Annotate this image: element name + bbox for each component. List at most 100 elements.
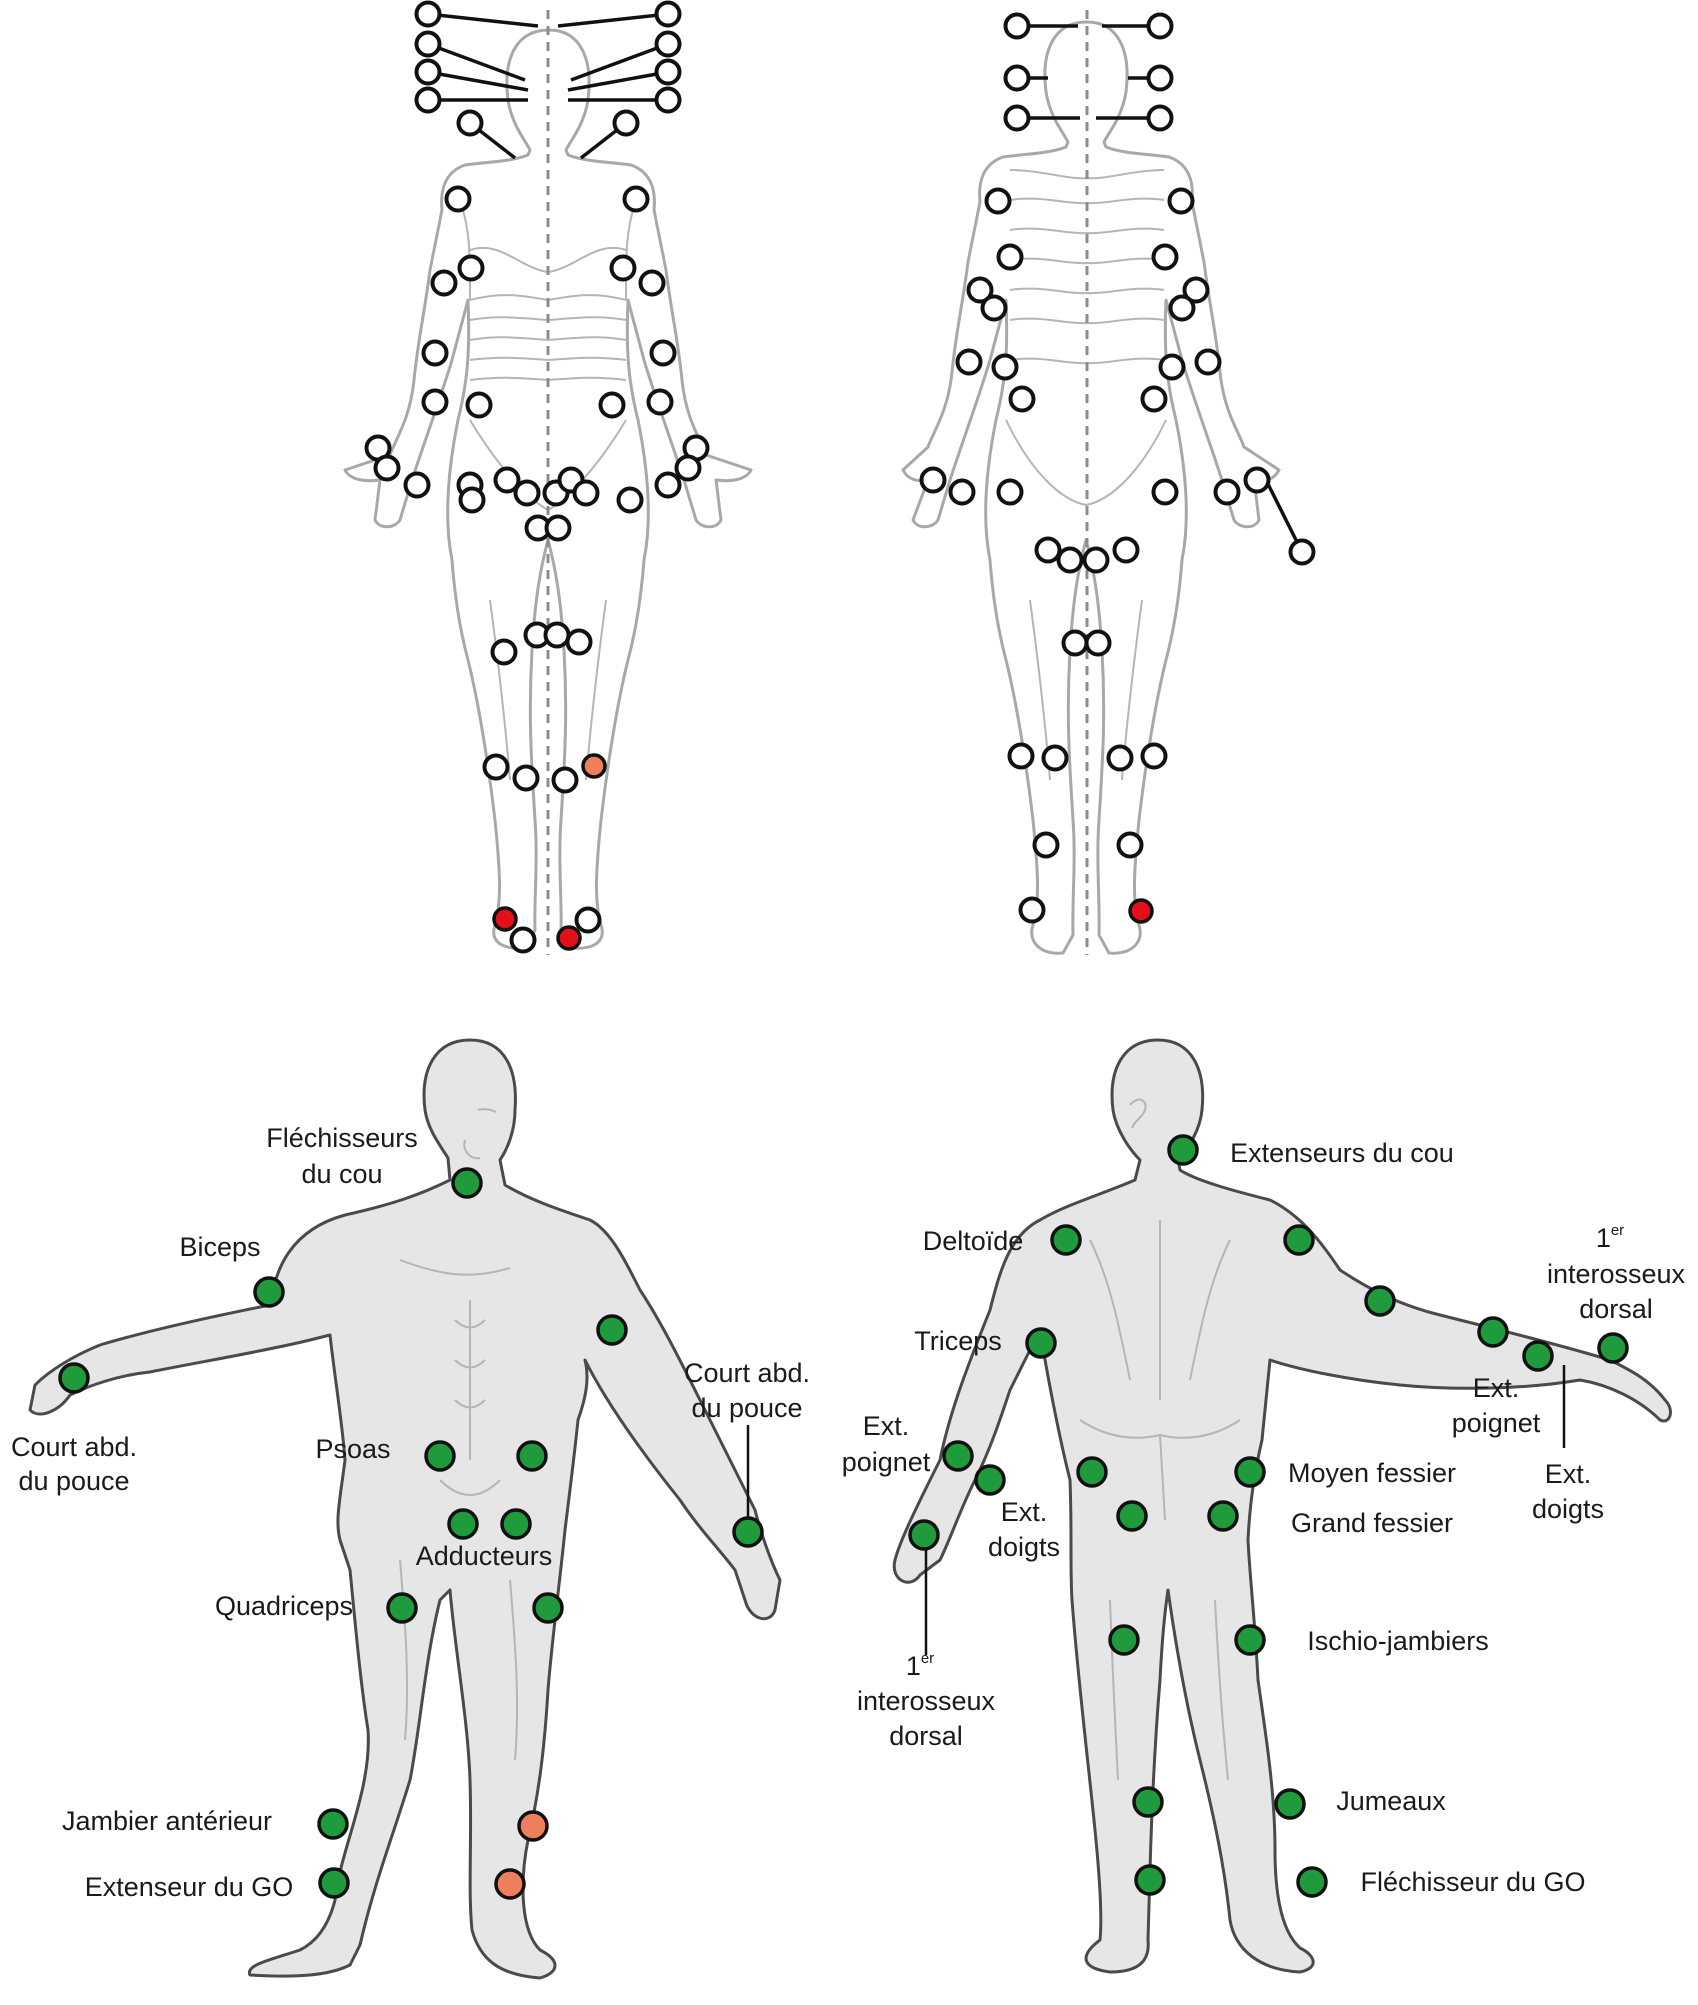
green-marker-20 [1597,1332,1629,1364]
white-marker-73 [1288,538,1316,566]
orange-marker-1 [494,1868,526,1900]
green-marker-29 [1234,1624,1266,1656]
label-adducteurs: Adducteurs [416,1541,553,1571]
white-marker-13 [457,254,485,282]
white-marker-11 [622,185,650,213]
orange-marker-top-0 [581,753,607,779]
green-marker-18 [1477,1316,1509,1348]
label-ext-poignet-left-2: poignet [842,1447,931,1477]
white-marker-71 [1213,478,1241,506]
white-marker-14 [609,254,637,282]
white-marker-84 [1032,831,1060,859]
white-marker-72 [1243,466,1271,494]
green-marker-3 [596,1314,628,1346]
label-interosseux-right-num: 1er [1596,1222,1624,1253]
white-marker-81 [1041,744,1069,772]
green-marker-12 [318,1867,350,1899]
leader-line-0 [427,12,539,28]
white-marker-59 [980,294,1008,322]
label-triceps: Triceps [914,1326,1002,1356]
green-marker-2 [58,1362,90,1394]
green-marker-11 [317,1808,349,1840]
label-biceps: Biceps [179,1232,260,1262]
green-marker-13 [1167,1134,1199,1166]
green-marker-10 [532,1592,564,1624]
white-marker-15 [638,269,666,297]
green-marker-27 [1207,1500,1239,1532]
white-marker-46 [509,926,537,954]
white-marker-39 [543,621,571,649]
white-marker-74 [1034,536,1062,564]
white-marker-80 [1007,742,1035,770]
white-marker-6 [414,86,442,114]
label-quadriceps: Quadriceps [215,1591,353,1621]
white-marker-79 [1084,629,1112,657]
label-ext-poignet-right-1: Ext. [1473,1373,1520,1403]
leader-line-3 [570,42,669,82]
white-marker-24 [403,471,431,499]
front-figure-inner [399,1108,519,1761]
green-marker-9 [386,1592,418,1624]
green-marker-6 [516,1440,548,1472]
green-marker-26 [1116,1500,1148,1532]
white-marker-69 [996,478,1024,506]
white-marker-34 [458,486,486,514]
label-interosseux-left-num: 1er [906,1650,934,1681]
label-ext-doigts-right-1: Ext. [1545,1459,1592,1489]
white-marker-5 [654,58,682,86]
white-marker-63 [1158,353,1186,381]
white-marker-26 [674,454,702,482]
white-marker-42 [482,753,510,781]
label-ext-doigts-left-1: Ext. [1001,1497,1048,1527]
white-marker-20 [598,391,626,419]
white-marker-17 [649,339,677,367]
bottom-pointer-lines [746,1365,1566,1655]
label-extenseur-go: Extenseur du GO [85,1872,294,1902]
white-marker-30 [513,479,541,507]
front-body-figure [28,1038,782,1980]
label-interosseux-left-1: interosseux [857,1686,996,1716]
white-marker-45 [574,906,602,934]
green-marker-33 [1296,1866,1328,1898]
white-marker-40 [565,628,593,656]
back-figure-inner [1079,1098,1241,1781]
white-marker-61 [955,348,983,376]
white-marker-33 [572,479,600,507]
leader-line-2 [427,42,526,82]
label-court-abd-right-2: du pouce [691,1393,802,1423]
green-marker-1 [253,1276,285,1308]
white-marker-16 [421,339,449,367]
label-court-abd-left-2: du pouce [18,1466,129,1496]
white-marker-37 [544,514,572,542]
green-marker-17 [1025,1327,1057,1359]
label-court-abd-right-1: Court abd. [684,1358,810,1388]
white-marker-76 [1082,546,1110,574]
green-marker-5 [424,1440,456,1472]
white-marker-41 [490,638,518,666]
leader-line-1 [557,12,669,28]
white-marker-1 [654,0,682,28]
green-marker-31 [1274,1788,1306,1820]
white-marker-82 [1106,744,1134,772]
label-psoas: Psoas [315,1434,390,1464]
white-marker-43 [512,764,540,792]
white-marker-19 [465,391,493,419]
green-marker-28 [1108,1624,1140,1656]
white-marker-77 [1112,536,1140,564]
front-figure-silhouette [28,1038,782,1980]
green-marker-16 [1364,1285,1396,1317]
label-ischio-jambiers: Ischio-jambiers [1307,1626,1489,1656]
label-ext-doigts-right-2: doigts [1532,1494,1604,1524]
white-marker-7 [654,86,682,114]
white-marker-65 [1008,385,1036,413]
white-marker-78 [1061,629,1089,657]
white-marker-8 [456,109,484,137]
white-marker-55 [996,243,1024,271]
label-jambier-anterieur: Jambier antérieur [62,1806,272,1836]
white-marker-29 [493,466,521,494]
green-marker-25 [1234,1456,1266,1488]
green-marker-23 [908,1519,940,1551]
white-marker-64 [1194,348,1222,376]
leader-line-5 [567,70,669,92]
